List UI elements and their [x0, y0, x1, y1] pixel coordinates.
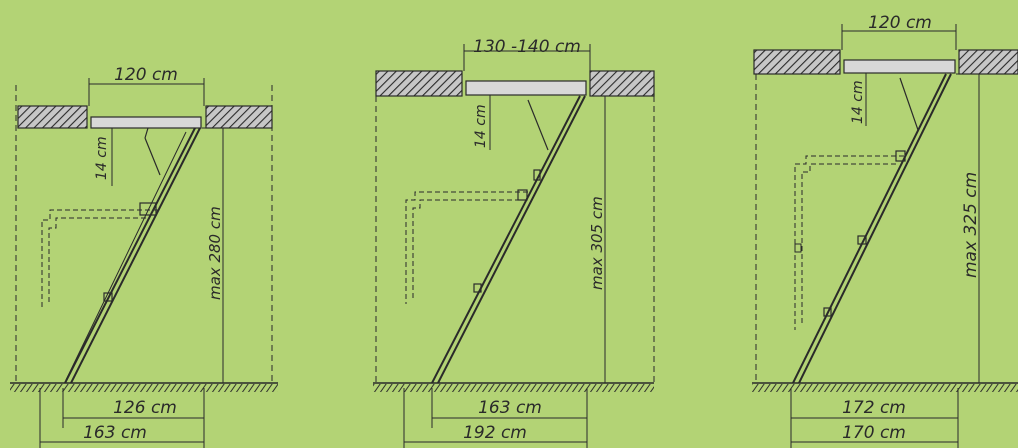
ladder-folded-dash-inner-1 — [48, 217, 146, 305]
floor-hatch-3 — [752, 384, 1018, 392]
floor-hatch-1 — [10, 384, 278, 392]
ladder-folded-dash-3 — [794, 155, 904, 330]
ladder-2 — [431, 95, 586, 384]
ceiling-right-1 — [205, 105, 273, 129]
frame-depth-label-2: 14 cm — [473, 104, 489, 148]
ladder-folded-dash-2 — [405, 191, 528, 304]
reach-outer-label-1: 163 cm — [83, 423, 147, 443]
reach-inner-label-3: 172 cm — [842, 398, 906, 418]
ladder-folded-dash-inner-3 — [801, 163, 896, 325]
opening-label-2: 130 -140 cm — [473, 37, 581, 57]
diagram-1: 120 cm 14 cm max 280 cm 126 cm 163 cm — [10, 65, 278, 448]
max-height-label-1: max 280 cm — [206, 206, 224, 300]
ceiling-right-3 — [958, 49, 1018, 75]
hatch-frame-1 — [90, 116, 202, 129]
opening-label-3: 120 cm — [868, 13, 932, 33]
ladder-folded-dash-1 — [41, 209, 158, 310]
floor-hatch-2 — [373, 384, 654, 392]
reach-inner-label-1: 126 cm — [113, 398, 177, 418]
ceiling-right-2 — [589, 70, 655, 97]
ceiling-left-2 — [375, 70, 463, 97]
max-height-label-2: max 305 cm — [588, 196, 606, 290]
frame-depth-label-1: 14 cm — [94, 136, 110, 180]
ladder-folded-hinge-3 — [794, 243, 802, 253]
diagram-2: 130 -140 cm 14 cm max 305 cm 163 cm 192 … — [373, 37, 655, 448]
frame-depth-label-3: 14 cm — [850, 80, 866, 124]
ceiling-left-3 — [753, 49, 841, 75]
diagram-3: 120 cm 14 cm max 325 cm 172 cm 170 cm — [752, 13, 1018, 448]
ladder-3 — [792, 73, 952, 384]
opening-label-1: 120 cm — [114, 65, 178, 85]
reach-outer-label-2: 192 cm — [463, 423, 527, 443]
hatch-frame-2 — [465, 80, 587, 96]
ladder-folded-dash-inner-2 — [412, 199, 520, 300]
ceiling-left-1 — [17, 105, 88, 129]
hatch-frame-3 — [843, 59, 956, 74]
max-height-label-3: max 325 cm — [961, 172, 981, 278]
reach-inner-label-2: 163 cm — [478, 398, 542, 418]
reach-outer-label-3: 170 cm — [842, 423, 906, 443]
ladder-1 — [64, 127, 201, 384]
